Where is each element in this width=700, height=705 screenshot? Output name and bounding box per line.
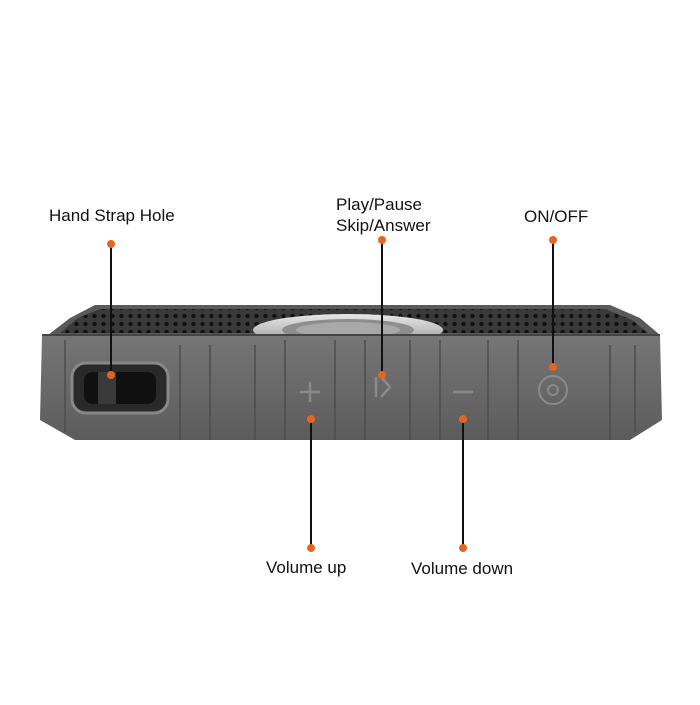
callout-dot-volume-up-bottom bbox=[307, 544, 315, 552]
callout-dot-volume-up-top bbox=[307, 415, 315, 423]
label-on-off: ON/OFF bbox=[524, 207, 589, 226]
callout-dot-volume-down-top bbox=[459, 415, 467, 423]
label-volume-down: Volume down bbox=[411, 559, 514, 578]
callout-dot-hand-strap-bottom bbox=[107, 371, 115, 379]
callout-dot-play-pause-top bbox=[378, 236, 386, 244]
callout-dot-on-off-bottom bbox=[549, 363, 557, 371]
callout-dot-volume-down-bottom bbox=[459, 544, 467, 552]
volume-up-icon bbox=[300, 382, 320, 402]
label-hand-strap-hole: Hand Strap Hole bbox=[49, 206, 175, 225]
label-volume-up: Volume up bbox=[266, 558, 347, 577]
label-play-pause: Play/Pause Skip/Answer bbox=[336, 194, 430, 236]
callout-dot-hand-strap-top bbox=[107, 240, 115, 248]
callout-dot-play-pause-bottom bbox=[378, 371, 386, 379]
callout-dot-on-off-top bbox=[549, 236, 557, 244]
power-icon bbox=[538, 375, 568, 405]
body-segments bbox=[64, 340, 636, 440]
speaker-body bbox=[40, 335, 662, 440]
label-play-pause-line1: Play/Pause bbox=[336, 195, 422, 214]
label-play-pause-line2: Skip/Answer bbox=[336, 216, 431, 235]
